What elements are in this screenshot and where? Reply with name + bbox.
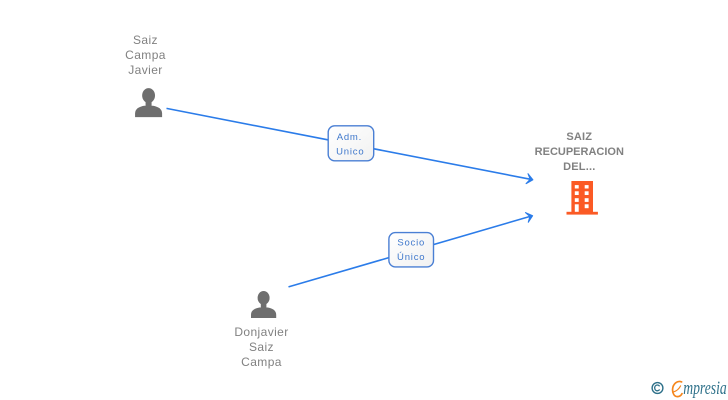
svg-text:SAIZ: SAIZ xyxy=(566,131,592,143)
svg-text:Socio: Socio xyxy=(397,237,425,248)
svg-text:Unico: Unico xyxy=(336,146,364,157)
svg-text:Javier: Javier xyxy=(128,63,162,77)
svg-text:Campa: Campa xyxy=(241,355,282,369)
svg-text:Único: Único xyxy=(397,252,425,263)
svg-text:Adm.: Adm. xyxy=(337,132,362,143)
svg-text:RECUPERACION: RECUPERACION xyxy=(535,146,624,158)
svg-text:Donjavier: Donjavier xyxy=(234,325,288,339)
svg-text:Campa: Campa xyxy=(125,48,166,62)
svg-text:mpresia: mpresia xyxy=(683,377,727,399)
svg-text:Saiz: Saiz xyxy=(133,33,158,47)
svg-text:DEL...: DEL... xyxy=(563,161,595,173)
svg-text:Saiz: Saiz xyxy=(249,340,274,354)
